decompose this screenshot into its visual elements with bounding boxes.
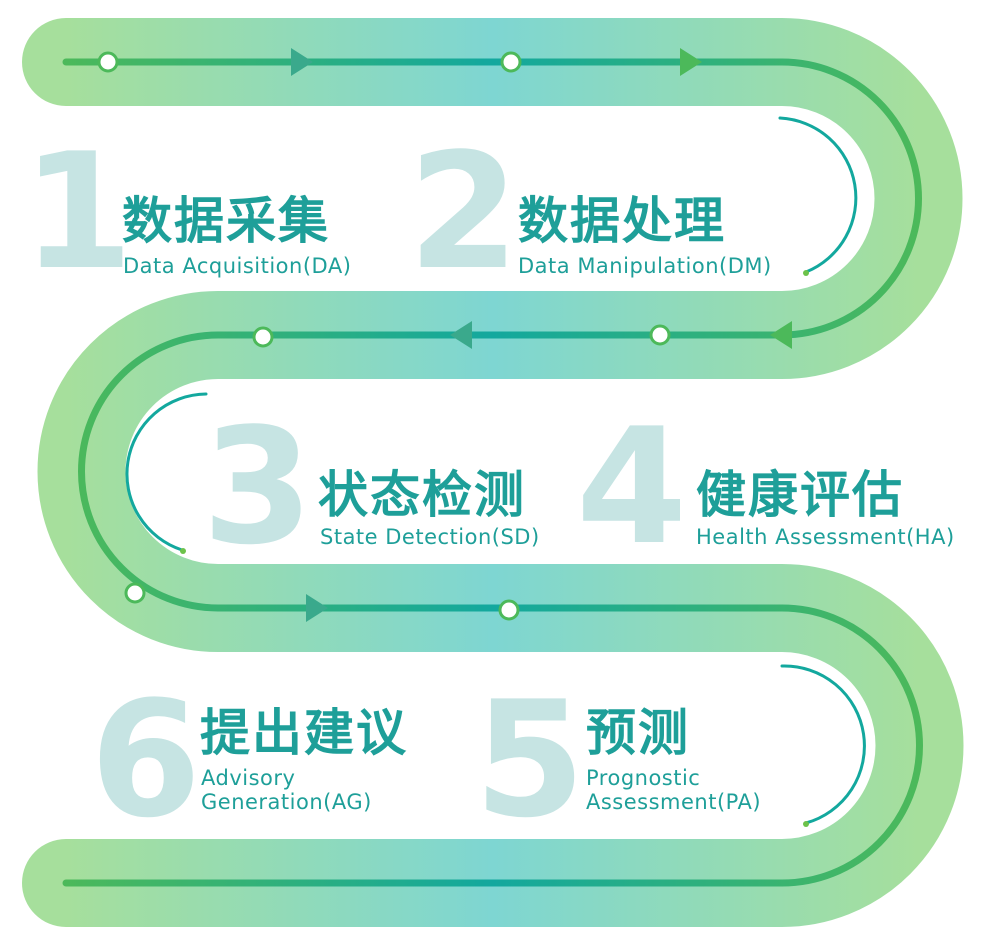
arrow-left-icon	[770, 321, 792, 349]
step-title-zh: 健康评估	[696, 466, 904, 524]
arrow-right-icon	[306, 594, 328, 622]
waypoint-circle	[500, 51, 522, 73]
step-title-zh: 数据采集	[122, 192, 330, 250]
step-title-en: Prognostic Assessment(PA)	[586, 766, 762, 814]
inner-arc-middle-left	[125, 392, 208, 552]
inner-arc-top-right	[778, 116, 858, 274]
waypoint-circle	[97, 51, 119, 73]
step-number: 4	[576, 393, 688, 580]
inner-arc-dot	[803, 821, 809, 827]
arrow-left-icon	[450, 321, 472, 349]
arrow-right-icon	[291, 48, 313, 76]
step-title-zh: 状态检测	[318, 466, 526, 524]
step-title-en: Health Assessment(HA)	[696, 525, 955, 549]
step-number: 2	[408, 118, 520, 305]
step-title-en: Data Acquisition(DA)	[123, 254, 352, 278]
path-line	[62, 58, 923, 887]
step-title-en: Data Manipulation(DM)	[518, 254, 772, 278]
step-title-en: Advisory Generation(AG)	[201, 766, 372, 814]
step-number: 1	[22, 118, 134, 305]
step-number: 3	[202, 393, 314, 580]
step-number: 6	[90, 666, 202, 853]
step-title-zh: 数据处理	[518, 192, 726, 250]
waypoint-circle	[252, 326, 274, 348]
step-title-en: State Detection(SD)	[320, 525, 540, 549]
inner-arc-bottom-right	[780, 664, 866, 825]
arrow-right-icon	[680, 48, 702, 76]
step-title-zh: 提出建议	[200, 704, 408, 762]
inner-arc-dot	[803, 270, 809, 276]
waypoint-circle	[649, 324, 671, 346]
inner-arc-dot	[180, 548, 186, 554]
waypoint-circle	[124, 582, 146, 604]
step-number: 5	[474, 666, 586, 853]
step-title-zh: 预测	[586, 704, 690, 762]
waypoint-circle	[498, 599, 520, 621]
